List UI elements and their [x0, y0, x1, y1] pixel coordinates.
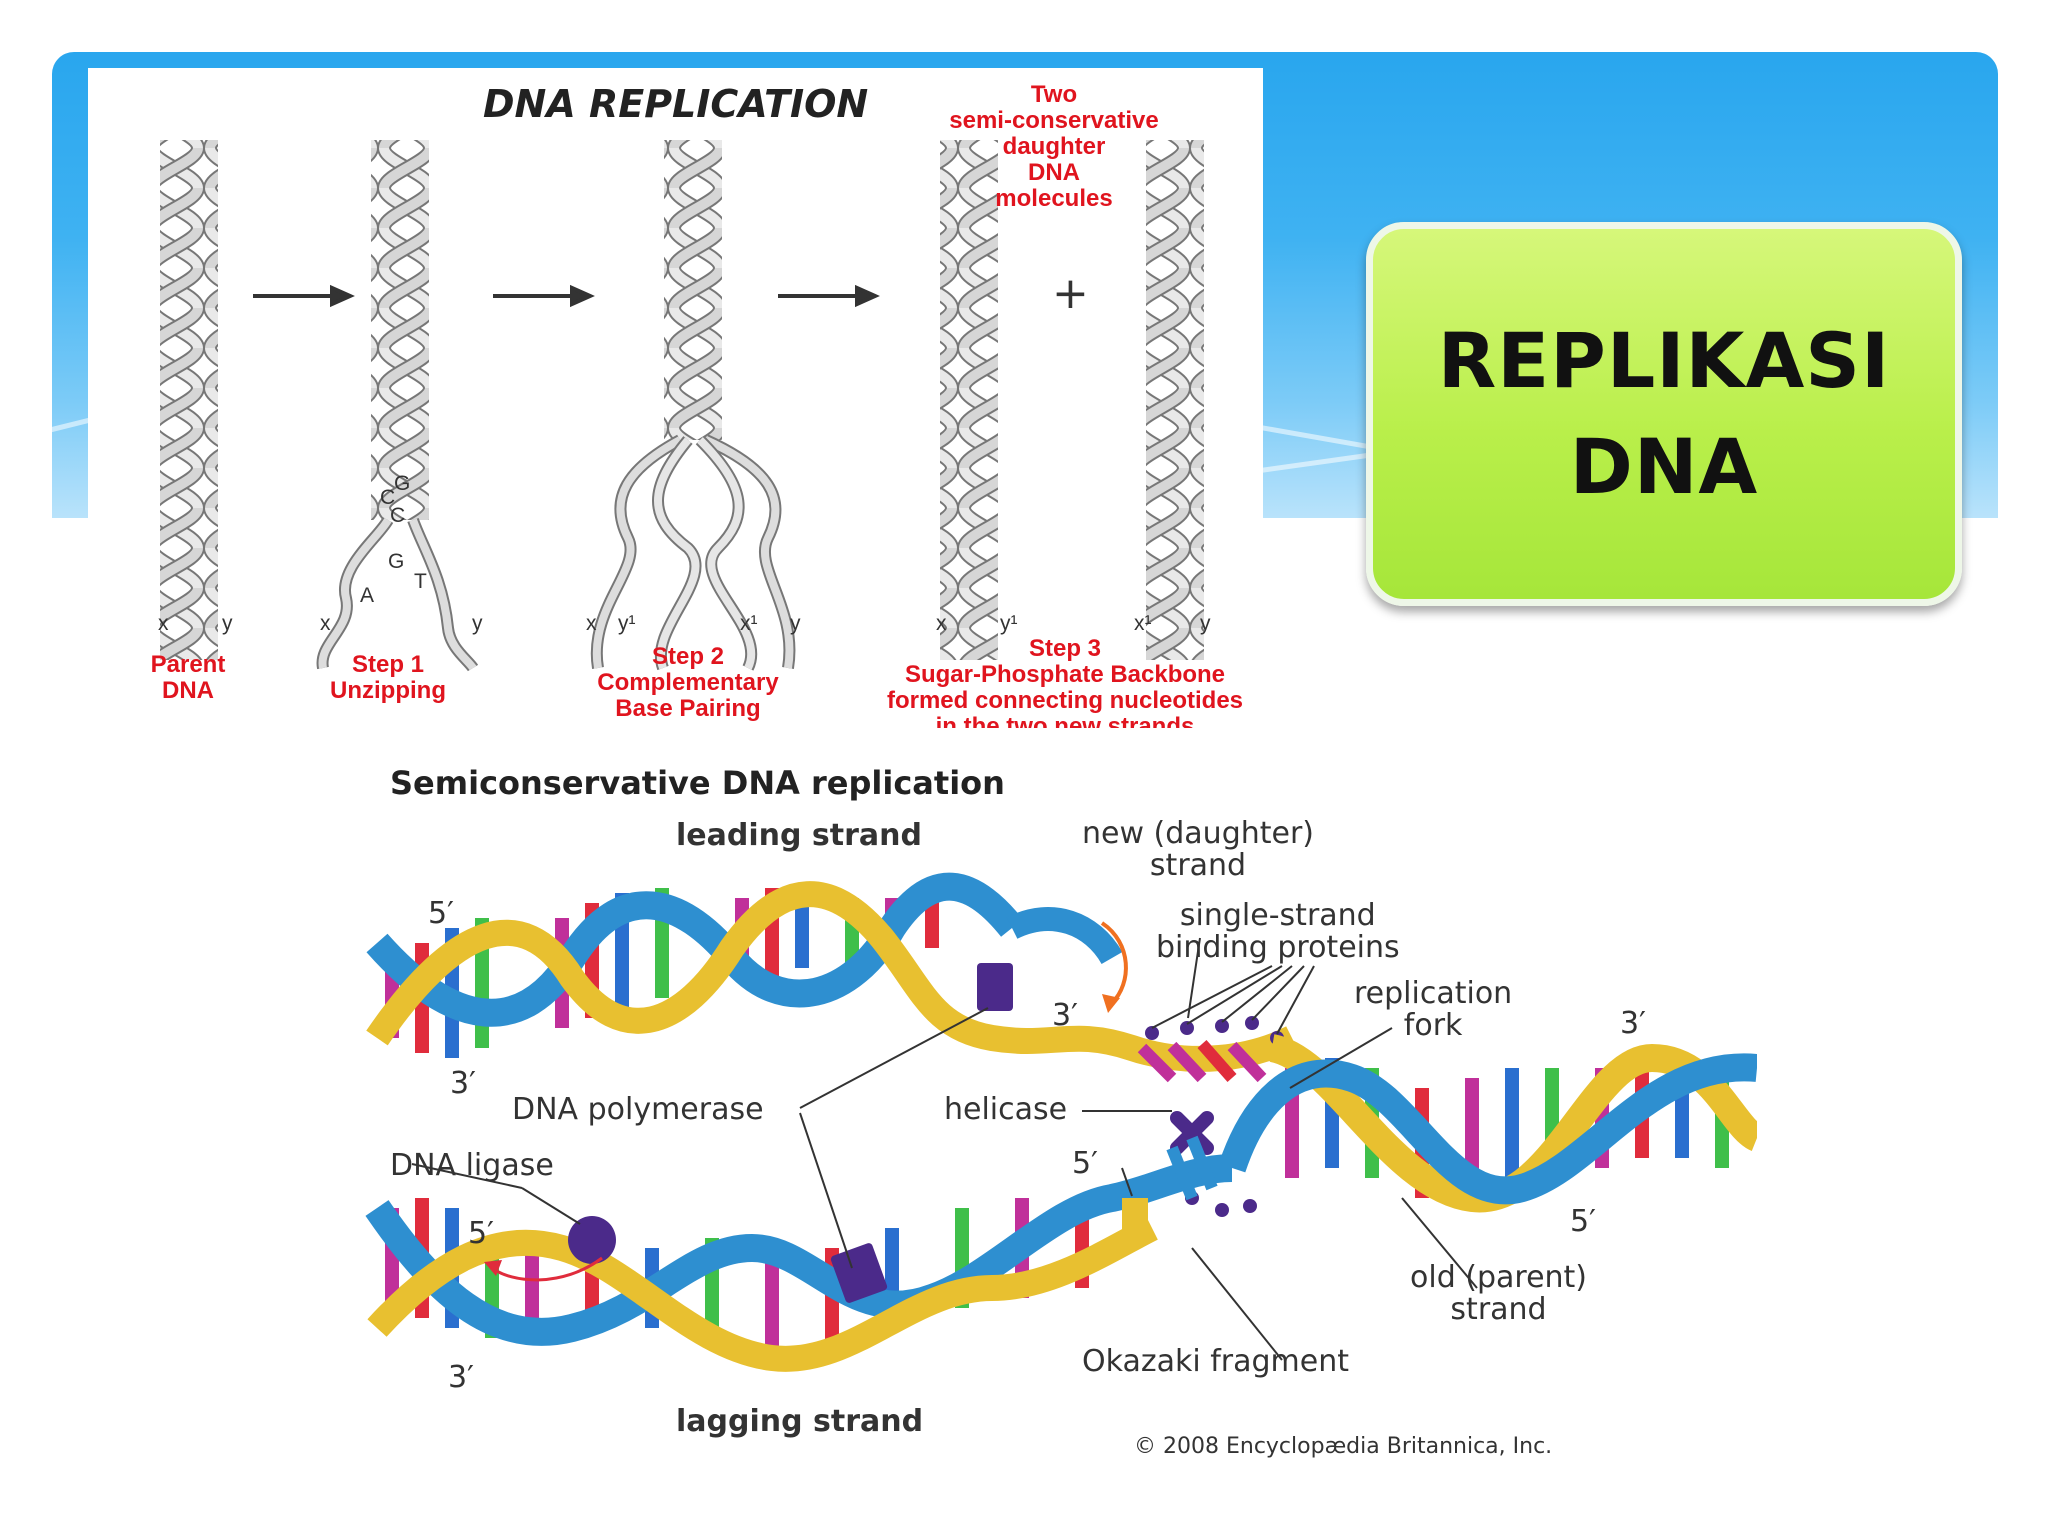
helix-parent: [160, 140, 218, 660]
strand-end-label: x: [320, 612, 331, 635]
prime-label: 5′: [1072, 1146, 1098, 1181]
dna-ligase-label: DNA ligase: [390, 1148, 554, 1183]
helicase-label: helicase: [944, 1092, 1068, 1127]
okazaki-fragment-label: Okazaki fragment: [1082, 1344, 1349, 1379]
leading-strand-helix: [366, 872, 1298, 1072]
prime-label: 3′: [1052, 998, 1078, 1033]
replication-fork-label: replication fork: [1354, 976, 1513, 1043]
step-caption-2: Step 2 Complementary Base Pairing: [597, 643, 779, 722]
strand-end-label: y¹: [618, 612, 636, 635]
slide-title-line2: DNA: [1569, 422, 1759, 511]
strand-end-label: x: [586, 612, 597, 635]
prime-label: 5′: [1570, 1204, 1596, 1239]
dna-polymerase-upper: [977, 963, 1013, 1011]
base-letter: C: [380, 486, 396, 509]
semiconservative-figure: Semiconservative DNA replication leading…: [92, 728, 1757, 1498]
arrow-step1: [253, 284, 355, 308]
lagging-strand-label: lagging strand: [676, 1404, 924, 1439]
leading-strand-label: leading strand: [676, 818, 922, 853]
slide-title: REPLIKASI DNA: [1438, 308, 1891, 520]
strand-end-label: x: [936, 612, 947, 635]
dna-polymerase-label: DNA polymerase: [512, 1092, 764, 1127]
strand-end-label: y: [472, 612, 483, 635]
prime-label: 3′: [1620, 1006, 1646, 1041]
dna-ligase-shape: [568, 1216, 616, 1264]
helix-step3-right: [1146, 140, 1204, 660]
semiconservative-art: [365, 872, 1757, 1372]
dna-polymerase-lower: [830, 1243, 888, 1303]
strand-end-label: y: [222, 612, 233, 635]
base-letter: T: [414, 570, 427, 593]
plus-sign: +: [1052, 268, 1089, 319]
dna-replication-heading: DNA REPLICATION: [483, 82, 869, 126]
arrow-step3: [778, 284, 880, 308]
helix-step3-left: [940, 140, 998, 660]
strand-end-label: x: [158, 612, 169, 635]
step-caption-1: Step 1 Unzipping: [330, 651, 446, 704]
prime-label: 3′: [448, 1360, 474, 1395]
strand-end-label: y¹: [1000, 612, 1018, 635]
step-caption-parent: Parent DNA: [150, 651, 226, 704]
daughter-molecules-note: Two semi-conservative daughter DNA molec…: [949, 81, 1159, 212]
old-parent-strand-label: old (parent) strand: [1410, 1260, 1588, 1327]
strand-end-label: y: [790, 612, 801, 635]
okazaki-primer: [1122, 1198, 1148, 1238]
strand-end-label: y: [1200, 612, 1211, 635]
helix-step2: [664, 140, 722, 440]
helix-step1: [371, 140, 429, 520]
slide-title-box: REPLIKASI DNA: [1366, 222, 1962, 606]
prime-label: 5′: [468, 1216, 494, 1251]
base-letter: G: [394, 472, 411, 495]
base-letter: A: [360, 584, 375, 607]
dna-replication-art: [160, 140, 1204, 672]
dna-replication-figure: DNA REPLICATION Two semi-conservative da…: [88, 68, 1263, 740]
strand-end-label: x¹: [740, 612, 758, 635]
prime-label: 3′: [450, 1066, 476, 1101]
copyright-text: © 2008 Encyclopædia Britannica, Inc.: [1134, 1434, 1553, 1459]
parent-helix-right: [1218, 1034, 1757, 1213]
semiconservative-heading: Semiconservative DNA replication: [390, 764, 1005, 802]
strand-end-label: x¹: [1134, 612, 1152, 635]
step-caption-3: Step 3 Sugar-Phosphate Backbone formed c…: [886, 635, 1244, 740]
base-letter: G: [388, 550, 405, 573]
slide-title-line1: REPLIKASI: [1437, 316, 1891, 405]
new-daughter-strand-label: new (daughter) strand: [1082, 816, 1315, 883]
prime-label: 5′: [428, 896, 454, 931]
arrow-step2: [493, 284, 595, 308]
lagging-strand-helix: [365, 1154, 1233, 1372]
ssb-label: single-strand binding proteins: [1156, 898, 1400, 965]
helicase-shape: [1170, 1111, 1214, 1155]
base-letter: C: [390, 504, 406, 527]
